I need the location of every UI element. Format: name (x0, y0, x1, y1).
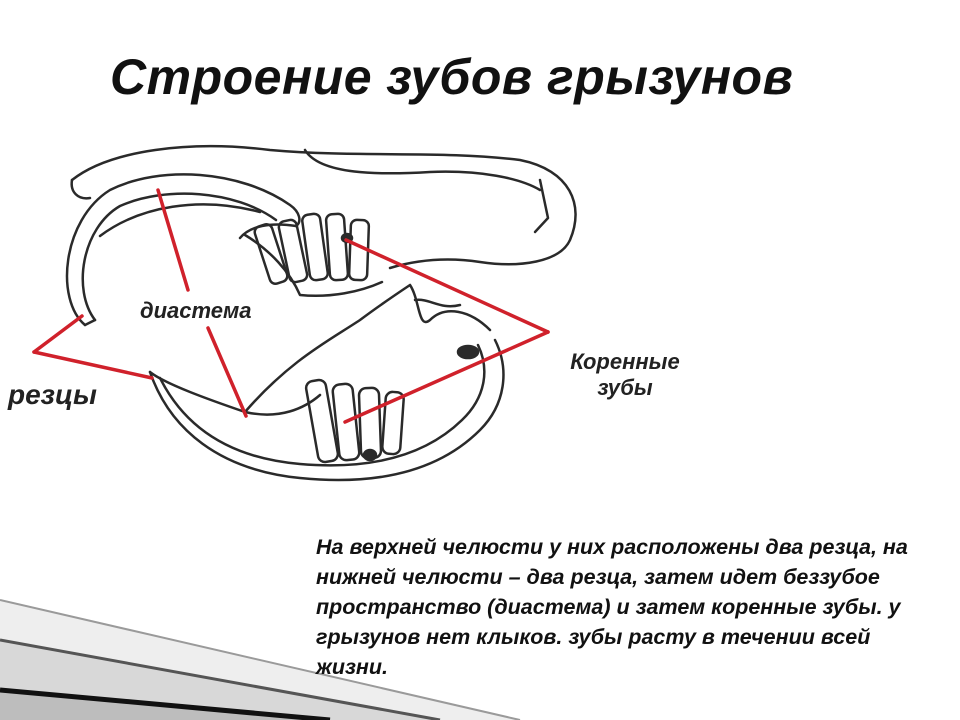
lower-jaw-drawing (148, 283, 505, 482)
diastema-label: диастема (140, 298, 252, 323)
description-text: На верхней челюсти у них расположены два… (316, 535, 908, 679)
molars-label-line2: зубы (597, 375, 653, 401)
pointer-incisor-upper (32, 314, 84, 354)
pointer-diastema-upper (156, 188, 190, 292)
pointer-molars-lower (343, 330, 550, 424)
pointer-incisor-lower (32, 350, 154, 380)
incisors-label: резцы (8, 379, 97, 410)
slide-title: Строение зубов грызунов (110, 49, 794, 105)
molars-label-line1: Коренные (570, 349, 680, 374)
pointer-lines (32, 188, 550, 424)
pointer-diastema-lower (206, 326, 248, 418)
molars-label: Коренные зубы (540, 349, 710, 402)
pointer-molars-upper (344, 238, 550, 334)
corner-decoration (0, 599, 521, 720)
